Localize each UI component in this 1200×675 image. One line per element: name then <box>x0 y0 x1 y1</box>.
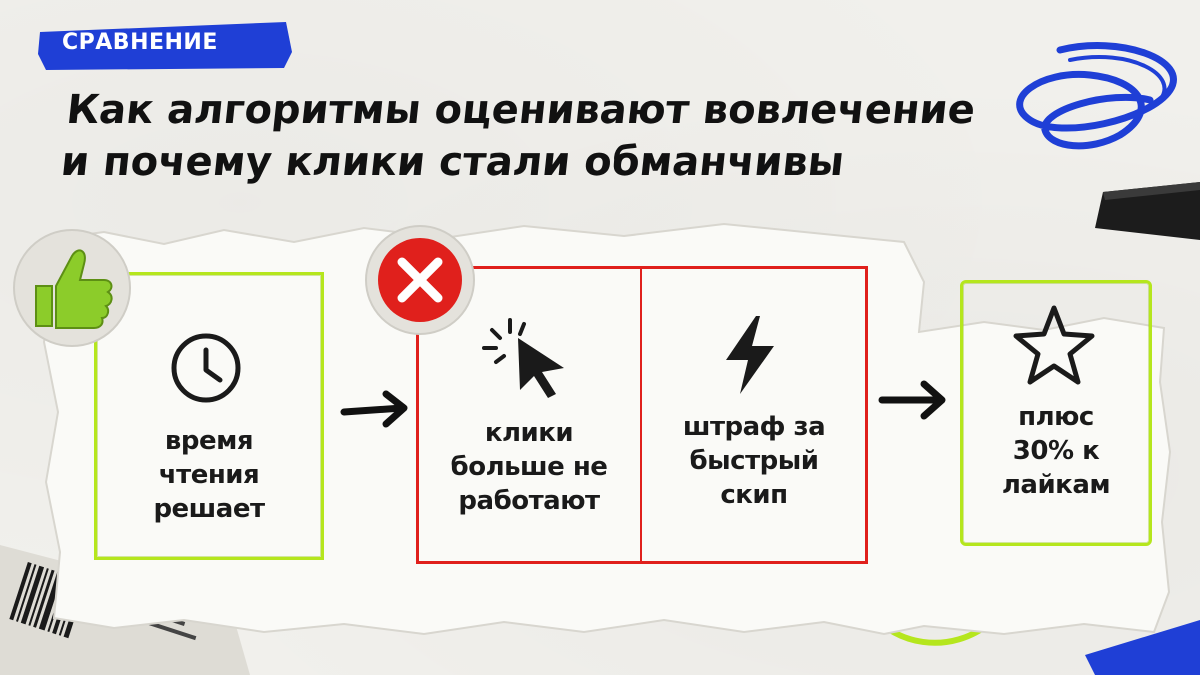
page-title: Как алгоритмы оценивают вовлечение и поч… <box>58 84 978 188</box>
scribble-decoration <box>1016 42 1177 150</box>
title-line-1: Как алгоритмы оценивают вовлечение <box>64 87 978 133</box>
step-caption-likes: плюс 30% к лайкам <box>1001 402 1111 500</box>
arrow-right-icon <box>340 390 408 428</box>
cross-icon <box>365 225 475 335</box>
step-caption-reading-time: время чтения решает <box>153 426 265 524</box>
thumbs-up-icon <box>13 229 131 347</box>
step-caption-clicks: клики больше не работают <box>450 418 608 516</box>
title-line-2: и почему клики стали обманчивы <box>58 139 847 185</box>
step-box-reading-time <box>94 272 324 560</box>
star-icon <box>1013 305 1095 385</box>
brush-decoration <box>1085 620 1200 675</box>
step-box-likes <box>960 280 1152 546</box>
step-caption-skip-penalty: штраф за быстрый скип <box>682 412 826 510</box>
torn-paper-background <box>42 222 1172 636</box>
cursor-click-icon <box>482 318 564 398</box>
tag-label: СРАВНЕНИЕ <box>62 30 218 55</box>
clock-icon <box>171 333 241 403</box>
category-tag: СРАВНЕНИЕ <box>36 18 294 72</box>
step-box-negative-group <box>416 266 868 564</box>
arrow-right-icon-2 <box>878 380 946 420</box>
lightning-icon <box>726 316 774 394</box>
tape-decoration <box>1095 182 1200 240</box>
red-box-divider <box>640 268 642 562</box>
tag-brush-background <box>38 22 292 70</box>
